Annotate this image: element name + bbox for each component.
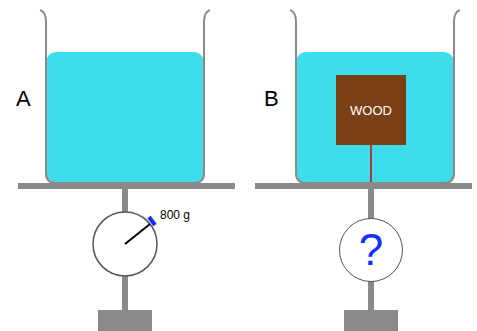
- beaker-letter: B: [264, 86, 279, 112]
- beaker-outline: [290, 10, 460, 183]
- scale-reading: 800 g: [160, 208, 190, 222]
- beaker-letter: A: [16, 86, 31, 112]
- scale-platform: [255, 183, 472, 189]
- scale-dial: [93, 212, 157, 276]
- scale-dial: ?: [339, 218, 403, 282]
- node-text: ?: [359, 228, 383, 272]
- dial-pointer: [125, 224, 150, 244]
- scale-platform: [18, 183, 235, 189]
- water: [296, 52, 454, 183]
- scale-base: [98, 310, 152, 331]
- wood-block: WOOD: [336, 75, 406, 145]
- dial-tick: [149, 217, 155, 225]
- water: [46, 52, 204, 183]
- string: [370, 145, 372, 182]
- beaker-outline: [40, 10, 210, 183]
- scale-base: [344, 310, 398, 331]
- node-text: WOOD: [350, 104, 392, 117]
